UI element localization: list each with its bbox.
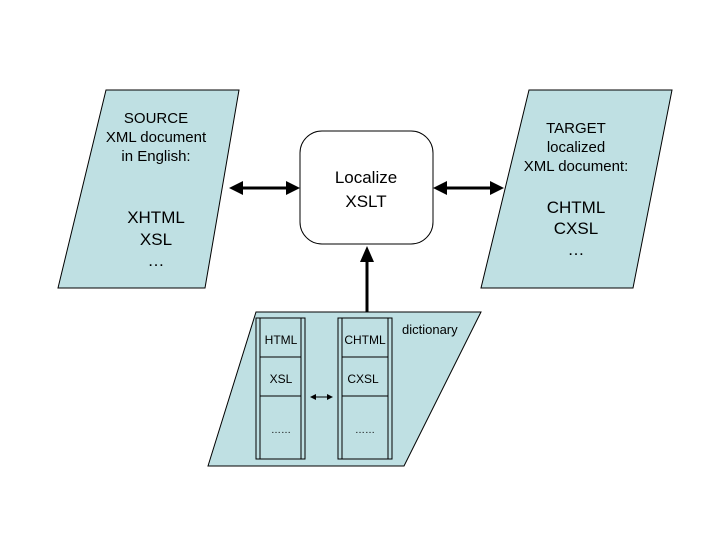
source-localize-arrow <box>229 181 300 195</box>
source-arrowhead-left <box>229 181 243 195</box>
target-arrowhead-left <box>433 181 447 195</box>
target-heading-line-3: XML document: <box>524 158 629 175</box>
dictionary-arrowhead-up <box>360 246 374 262</box>
target-heading-line-2: localized <box>547 139 605 156</box>
source-heading-line-2: XML document <box>106 129 207 146</box>
dictionary-right-ellipsis: …… <box>355 425 375 436</box>
source-heading-line-3: in English: <box>121 148 190 165</box>
source-document-shape: SOURCE XML document in English: XHTML XS… <box>57 89 240 289</box>
source-arrowhead-right <box>286 181 300 195</box>
dictionary-shape: dictionary HTML XSL …… CHTML CXSL …… <box>207 311 482 467</box>
target-parallelogram <box>480 89 673 289</box>
localize-xslt-box: Localize XSLT <box>299 130 434 245</box>
source-format-xsl: XSL <box>140 230 172 249</box>
dictionary-right-column: CHTML CXSL …… <box>337 317 393 460</box>
localize-target-arrow <box>433 181 504 195</box>
target-format-cxsl: CXSL <box>554 219 598 238</box>
dictionary-localize-arrow <box>360 246 374 312</box>
localize-label: Localize <box>335 168 397 187</box>
target-format-ellipsis: … <box>568 240 585 259</box>
dictionary-mapping-arrow <box>310 394 333 400</box>
xslt-label: XSLT <box>345 192 386 211</box>
dictionary-left-html: HTML <box>265 333 298 347</box>
mapping-arrowhead-right <box>327 394 333 400</box>
localize-box-rect <box>299 130 434 245</box>
dictionary-left-ellipsis: …… <box>271 425 291 436</box>
source-heading-line-1: SOURCE <box>124 110 188 127</box>
target-arrowhead-right <box>490 181 504 195</box>
dictionary-label: dictionary <box>402 322 458 337</box>
source-format-ellipsis: … <box>148 251 165 270</box>
target-format-chtml: CHTML <box>547 198 606 217</box>
mapping-arrowhead-left <box>310 394 316 400</box>
source-parallelogram <box>57 89 240 289</box>
target-heading-line-1: TARGET <box>546 120 606 137</box>
dictionary-left-column: HTML XSL …… <box>255 317 306 460</box>
dictionary-right-chtml: CHTML <box>344 333 386 347</box>
source-format-xhtml: XHTML <box>127 208 185 227</box>
dictionary-left-xsl: XSL <box>270 372 293 386</box>
dictionary-right-cxsl: CXSL <box>347 372 379 386</box>
target-document-shape: TARGET localized XML document: CHTML CXS… <box>480 89 673 289</box>
